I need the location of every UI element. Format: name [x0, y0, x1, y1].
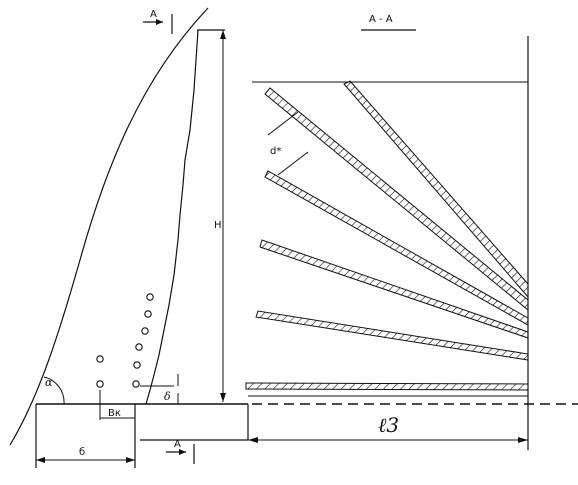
section-aa-view: A - A d* ℓ3 — [245, 14, 578, 450]
drill-hole-band — [259, 239, 529, 339]
inner-slope-line — [145, 29, 199, 405]
d-dimension-line — [277, 151, 309, 176]
d-label: d* — [270, 146, 281, 157]
hole-circle — [141, 327, 149, 335]
l3-label: ℓ3 — [378, 413, 399, 437]
height-arrow-bottom — [220, 393, 226, 402]
l3-arrow-right — [518, 437, 528, 443]
hole-pattern — [96, 293, 154, 388]
b-label: б — [79, 447, 85, 458]
hole-circle — [96, 355, 104, 363]
height-label: H — [214, 220, 222, 231]
drill-hole-band — [245, 382, 529, 391]
drill-hole-fan — [245, 80, 529, 391]
outer-slope-curve — [9, 7, 209, 446]
bottom-section-label: A — [174, 439, 181, 450]
b-arrow-right — [126, 457, 135, 463]
slope-section-view: A H α δ Bк — [9, 7, 249, 468]
delta-label: δ — [164, 390, 171, 403]
bk-label: Bк — [108, 408, 121, 419]
hole-circle — [96, 380, 104, 388]
angle-arc — [43, 376, 65, 405]
hole-circle — [135, 343, 143, 351]
bottom-section-arrowhead — [179, 449, 186, 455]
drill-hole-band — [264, 87, 529, 312]
top-section-arrowhead — [156, 19, 163, 25]
angle-label: α — [45, 376, 53, 389]
top-section-label: A — [150, 9, 157, 20]
l3-arrow-left — [248, 437, 258, 443]
hole-circle — [144, 310, 152, 318]
drill-hole-band — [343, 80, 529, 299]
b-arrow-left — [36, 457, 45, 463]
d-dimension-line — [267, 111, 299, 136]
section-title: A - A — [369, 14, 393, 25]
drill-hole-band — [255, 310, 529, 361]
hole-circle — [133, 361, 141, 369]
drill-hole-band — [264, 170, 529, 326]
height-arrow-top — [220, 30, 226, 39]
hole-circle — [132, 380, 140, 388]
hole-circle — [146, 293, 154, 301]
